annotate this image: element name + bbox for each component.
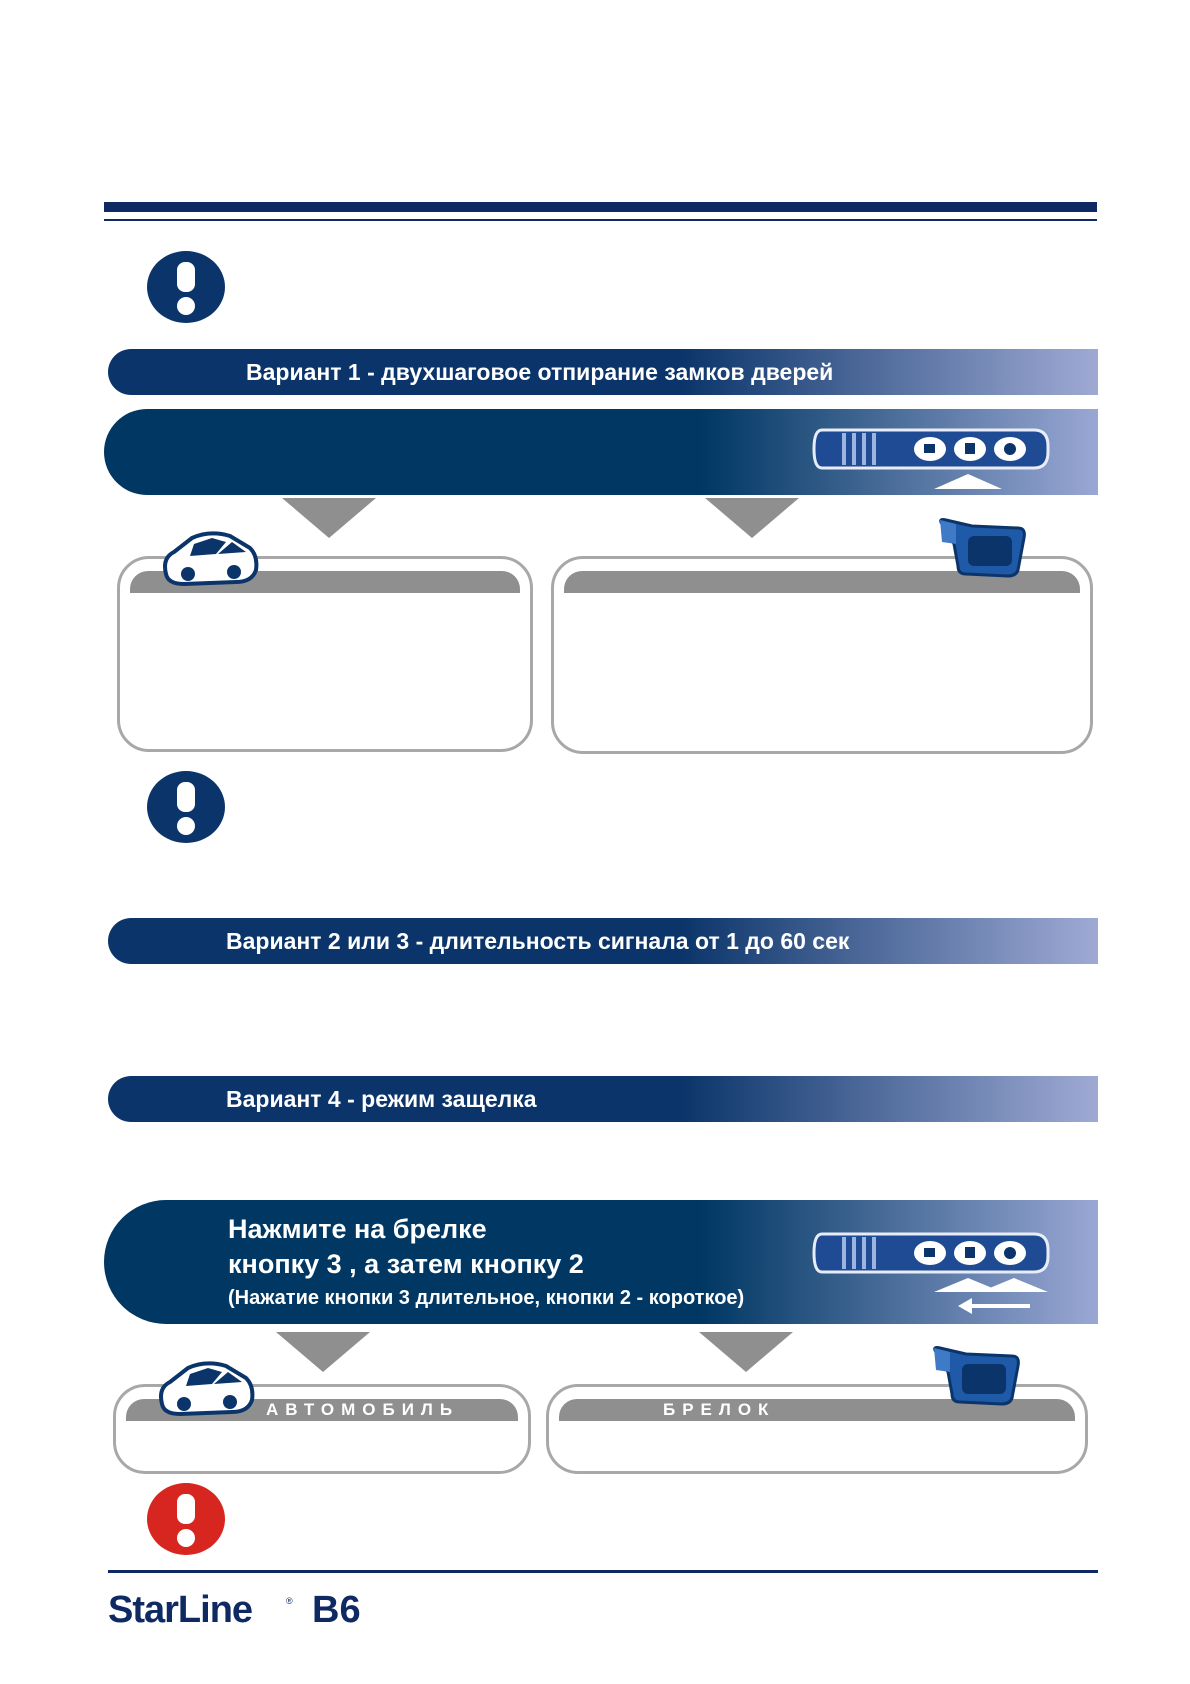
remote-box-header — [564, 571, 1080, 593]
exclamation-icon — [146, 250, 226, 324]
alert-exclamation-icon — [146, 1482, 226, 1556]
instruction-line-3: (Нажатие кнопки 3 длительное, кнопки 2 -… — [228, 1287, 745, 1309]
car-result-box-2: АВТОМОБИЛЬ — [113, 1384, 531, 1474]
car-icon — [160, 524, 260, 588]
remote-box-label: БРЕЛОК — [559, 1399, 1075, 1421]
variant-2-3-ribbon: Вариант 2 или 3 - длительность сигнала о… — [108, 918, 1098, 964]
variant-4-ribbon: Вариант 4 - режим защелка — [108, 1076, 1098, 1122]
svg-text:StarLine: StarLine — [108, 1589, 252, 1631]
starline-b6-logo: StarLine ® B6 — [106, 1584, 396, 1632]
keyfob-icon — [812, 422, 1056, 492]
remote-result-box — [551, 556, 1093, 754]
svg-text:®: ® — [286, 1596, 293, 1606]
instruction-line-1: Нажмите на брелке — [228, 1214, 487, 1244]
arrow-down-icon — [282, 498, 376, 538]
header-rule-thin — [104, 219, 1097, 221]
remote-icon — [930, 1344, 1022, 1408]
svg-text:B6: B6 — [312, 1589, 361, 1631]
variant-1-title: Вариант 1 - двухшаговое отпирание замков… — [246, 358, 834, 385]
keyfob-icon — [812, 1226, 1056, 1314]
instruction-line-2: кнопку 3 , а затем кнопку 2 — [228, 1249, 584, 1279]
remote-icon — [936, 516, 1028, 580]
exclamation-icon — [146, 770, 226, 844]
arrow-down-icon — [699, 1332, 793, 1372]
variant-2-3-title: Вариант 2 или 3 - длительность сигнала о… — [226, 927, 850, 954]
header-rule-thick — [104, 202, 1097, 212]
arrow-down-icon — [705, 498, 799, 538]
arrow-down-icon — [276, 1332, 370, 1372]
car-icon — [156, 1354, 256, 1418]
variant-1-ribbon: Вариант 1 - двухшаговое отпирание замков… — [108, 349, 1098, 395]
car-result-box — [117, 556, 533, 752]
variant-4-title: Вариант 4 - режим защелка — [226, 1085, 537, 1112]
footer-rule — [108, 1570, 1098, 1573]
